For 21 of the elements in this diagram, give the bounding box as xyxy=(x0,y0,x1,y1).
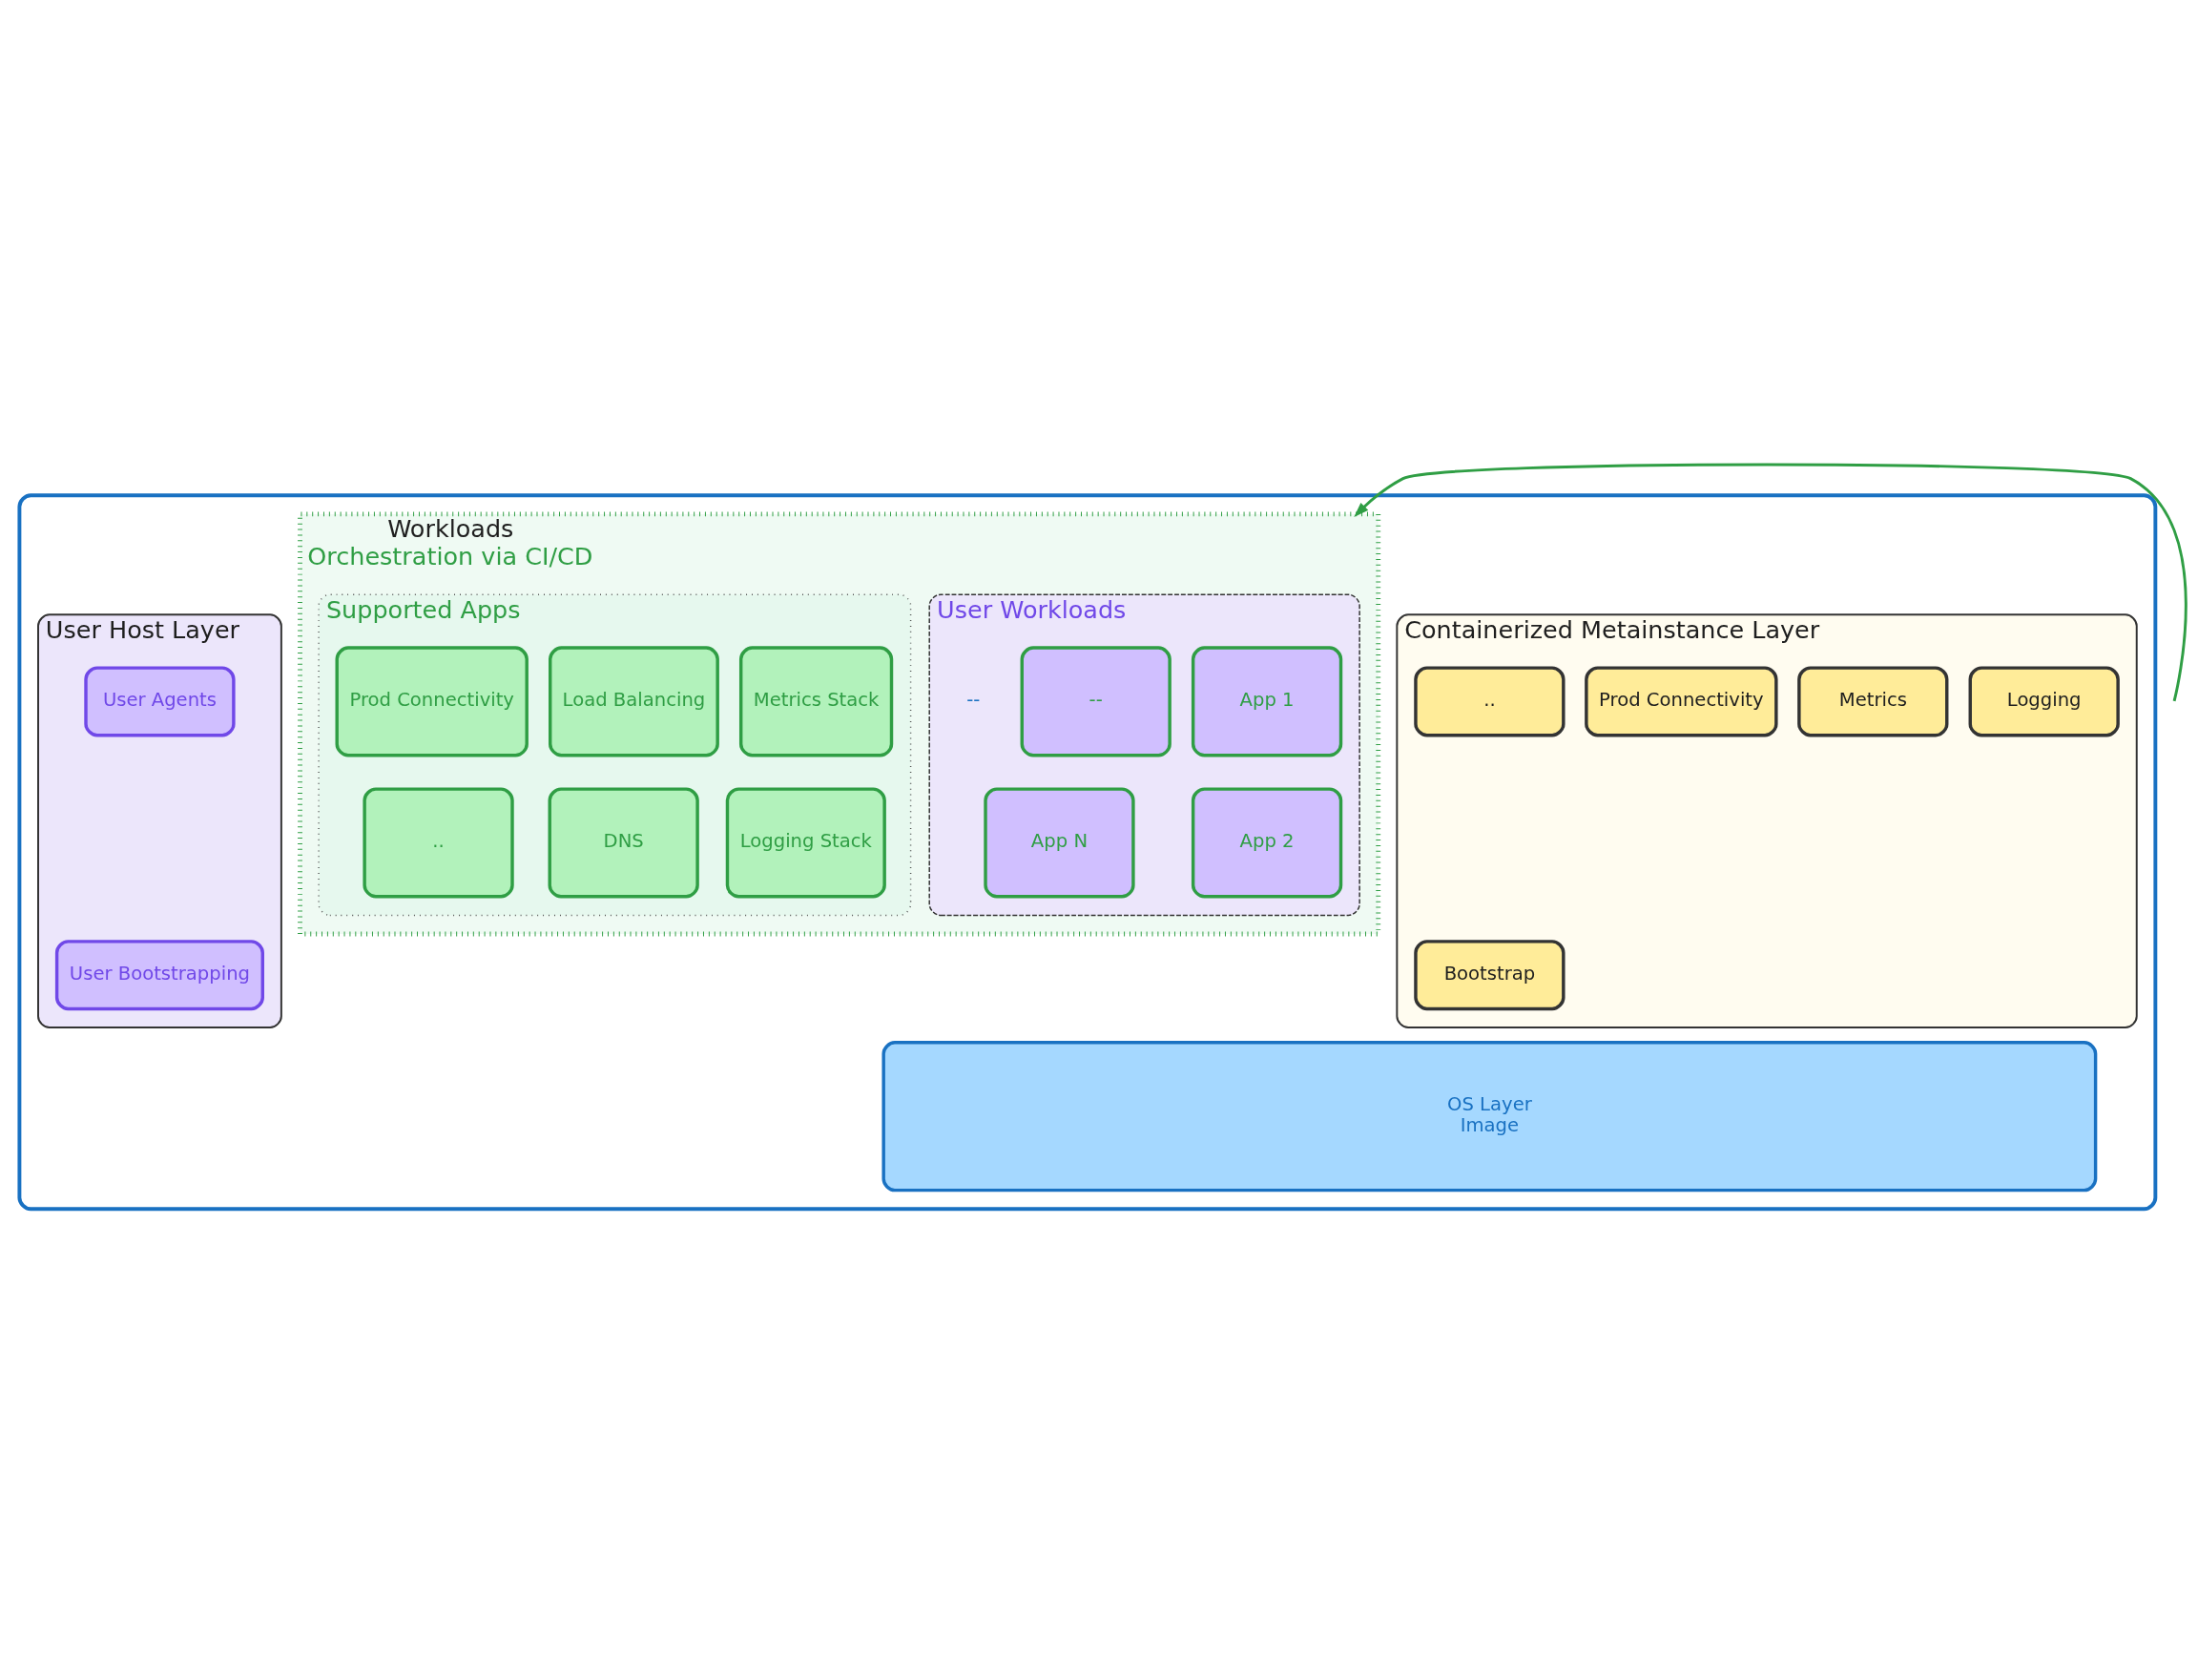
node-box: .. xyxy=(363,786,514,899)
node-box: Logging xyxy=(1968,665,2120,736)
label: -- xyxy=(966,688,981,711)
node-box: User Agents xyxy=(84,665,236,736)
node-box: Metrics Stack xyxy=(738,645,894,757)
node-box: .. xyxy=(1414,665,1566,736)
node-box: App 1 xyxy=(1191,645,1343,757)
node-box: Logging Stack xyxy=(725,786,886,899)
node-box: Load Balancing xyxy=(549,645,719,757)
node-box: App N xyxy=(984,786,1135,899)
arrow xyxy=(1354,462,2188,701)
node-box: OS Layer Image xyxy=(881,1040,2098,1192)
node-box: Metrics xyxy=(1797,665,1949,736)
node-box: User Bootstrapping xyxy=(54,939,264,1010)
node-box: -- xyxy=(1020,645,1172,757)
node-box: Prod Connectivity xyxy=(1585,665,1778,736)
node-box: Bootstrap xyxy=(1414,939,1566,1010)
cluster xyxy=(17,492,2158,1211)
node-box: DNS xyxy=(548,786,699,899)
node-box: App 2 xyxy=(1191,786,1343,899)
node-box: Prod Connectivity xyxy=(335,645,529,757)
